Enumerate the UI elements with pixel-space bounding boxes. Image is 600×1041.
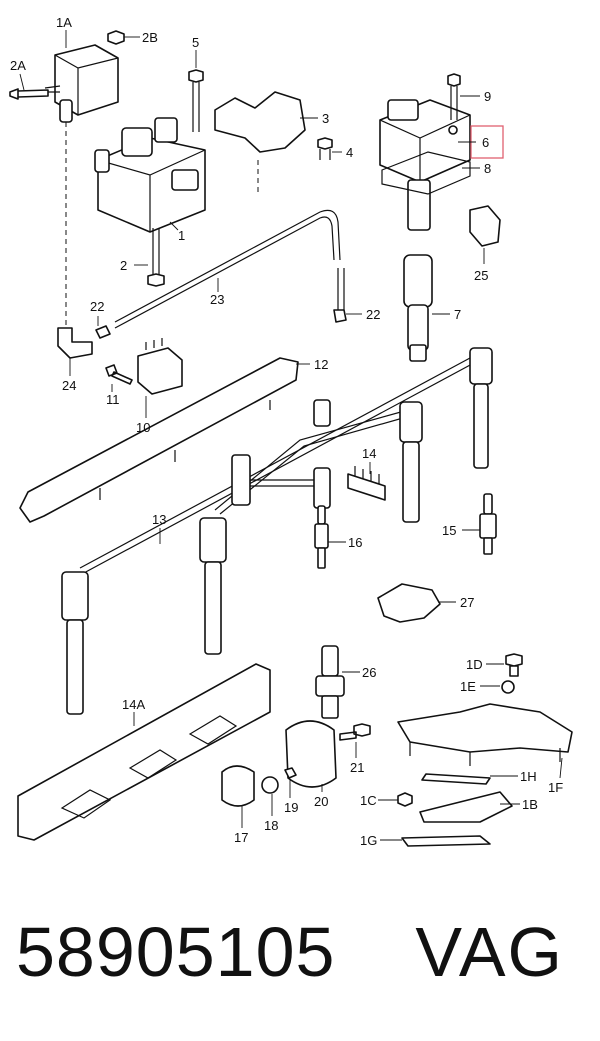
callout-labels: 1A 2B 2A 5 9 3 4 6 8 1 2 25 23 22 22 7 2… [10, 15, 563, 848]
callout-11: 11 [106, 392, 120, 407]
part-25-clip [469, 205, 501, 247]
callout-22b: 22 [366, 307, 380, 322]
callout-15: 15 [442, 523, 456, 538]
part-23-tube [114, 209, 341, 329]
part-1f-bracket [397, 703, 573, 753]
part-17-ring [221, 765, 255, 807]
exploded-parts-diagram: 1A 2B 2A 5 9 3 4 6 8 1 2 25 23 22 22 7 2… [9, 15, 573, 848]
part-13-ignition-leads [61, 347, 493, 715]
callout-2a: 2A [10, 58, 26, 73]
part-2b-nut [107, 30, 125, 45]
callout-1h: 1H [520, 769, 537, 784]
part-24-elbow [57, 327, 93, 359]
callout-17: 17 [234, 830, 248, 845]
callout-24: 24 [62, 378, 76, 393]
callout-1d: 1D [466, 657, 483, 672]
callout-1g: 1G [360, 833, 377, 848]
callout-5: 5 [192, 35, 199, 50]
callout-22a: 22 [90, 299, 104, 314]
part-1g-plate [401, 835, 491, 847]
callout-2b: 2B [142, 30, 158, 45]
part-1c-nut [397, 792, 413, 807]
part-number-text: 58905105 [16, 913, 336, 991]
part-22-clip [333, 309, 347, 323]
part-12-bracket-plate [19, 357, 299, 523]
brand-text: VAG [415, 913, 564, 991]
part-10-module [137, 347, 183, 395]
part-14a-plate [17, 663, 271, 841]
part-18-washer [261, 776, 279, 794]
callout-13: 13 [152, 512, 166, 527]
callout-27: 27 [460, 595, 474, 610]
callout-1: 1 [178, 228, 185, 243]
part-14-lead-clip [347, 473, 386, 501]
part-22-clip [95, 325, 111, 339]
part-20-clamp [285, 720, 337, 788]
part-15-spark-plug [479, 493, 497, 555]
callout-26: 26 [362, 665, 376, 680]
callout-1f: 1F [548, 780, 563, 795]
part-9-bolt [447, 73, 461, 120]
part-4-bolt [317, 137, 333, 160]
callout-14: 14 [362, 446, 376, 461]
callout-8: 8 [484, 161, 491, 176]
callout-6: 6 [482, 135, 489, 150]
callout-21: 21 [350, 760, 364, 775]
part-1a-coil-pack [44, 44, 119, 123]
callout-12: 12 [314, 357, 328, 372]
callout-7: 7 [454, 307, 461, 322]
part-1d-bolt [505, 653, 523, 677]
part-1h-bracket [421, 773, 491, 785]
part-8-gasket [381, 151, 471, 195]
callout-25: 25 [474, 268, 488, 283]
part-19-screw [284, 767, 297, 779]
callout-1e: 1E [460, 679, 476, 694]
leader-lines [19, 30, 563, 841]
part-27-sensor [377, 583, 441, 623]
callout-23: 23 [210, 292, 224, 307]
callout-20: 20 [314, 794, 328, 809]
callout-2: 2 [120, 258, 127, 273]
part-26-sensor [315, 645, 345, 719]
callout-9: 9 [484, 89, 491, 104]
callout-1c: 1C [360, 793, 377, 808]
callout-19: 19 [284, 800, 298, 815]
callout-18: 18 [264, 818, 278, 833]
callout-1a: 1A [56, 15, 72, 30]
part-1-ignition-coil [94, 117, 206, 233]
part-3-bracket [214, 91, 306, 153]
callout-10: 10 [136, 420, 150, 435]
part-16-spark-plug [314, 505, 329, 569]
callout-14a: 14A [122, 697, 145, 712]
callout-3: 3 [322, 111, 329, 126]
callout-16: 16 [348, 535, 362, 550]
part-2-bolt [147, 228, 165, 287]
part-7-plug-connector [403, 254, 433, 362]
part-1b-plate [419, 791, 513, 823]
part-11-screw [105, 364, 133, 385]
callout-4: 4 [346, 145, 353, 160]
part-21-bolt [339, 723, 371, 741]
callout-1b: 1B [522, 797, 538, 812]
part-5-bolt [188, 69, 204, 132]
part-2a-screw [9, 88, 49, 100]
part-1e-washer [501, 680, 515, 694]
